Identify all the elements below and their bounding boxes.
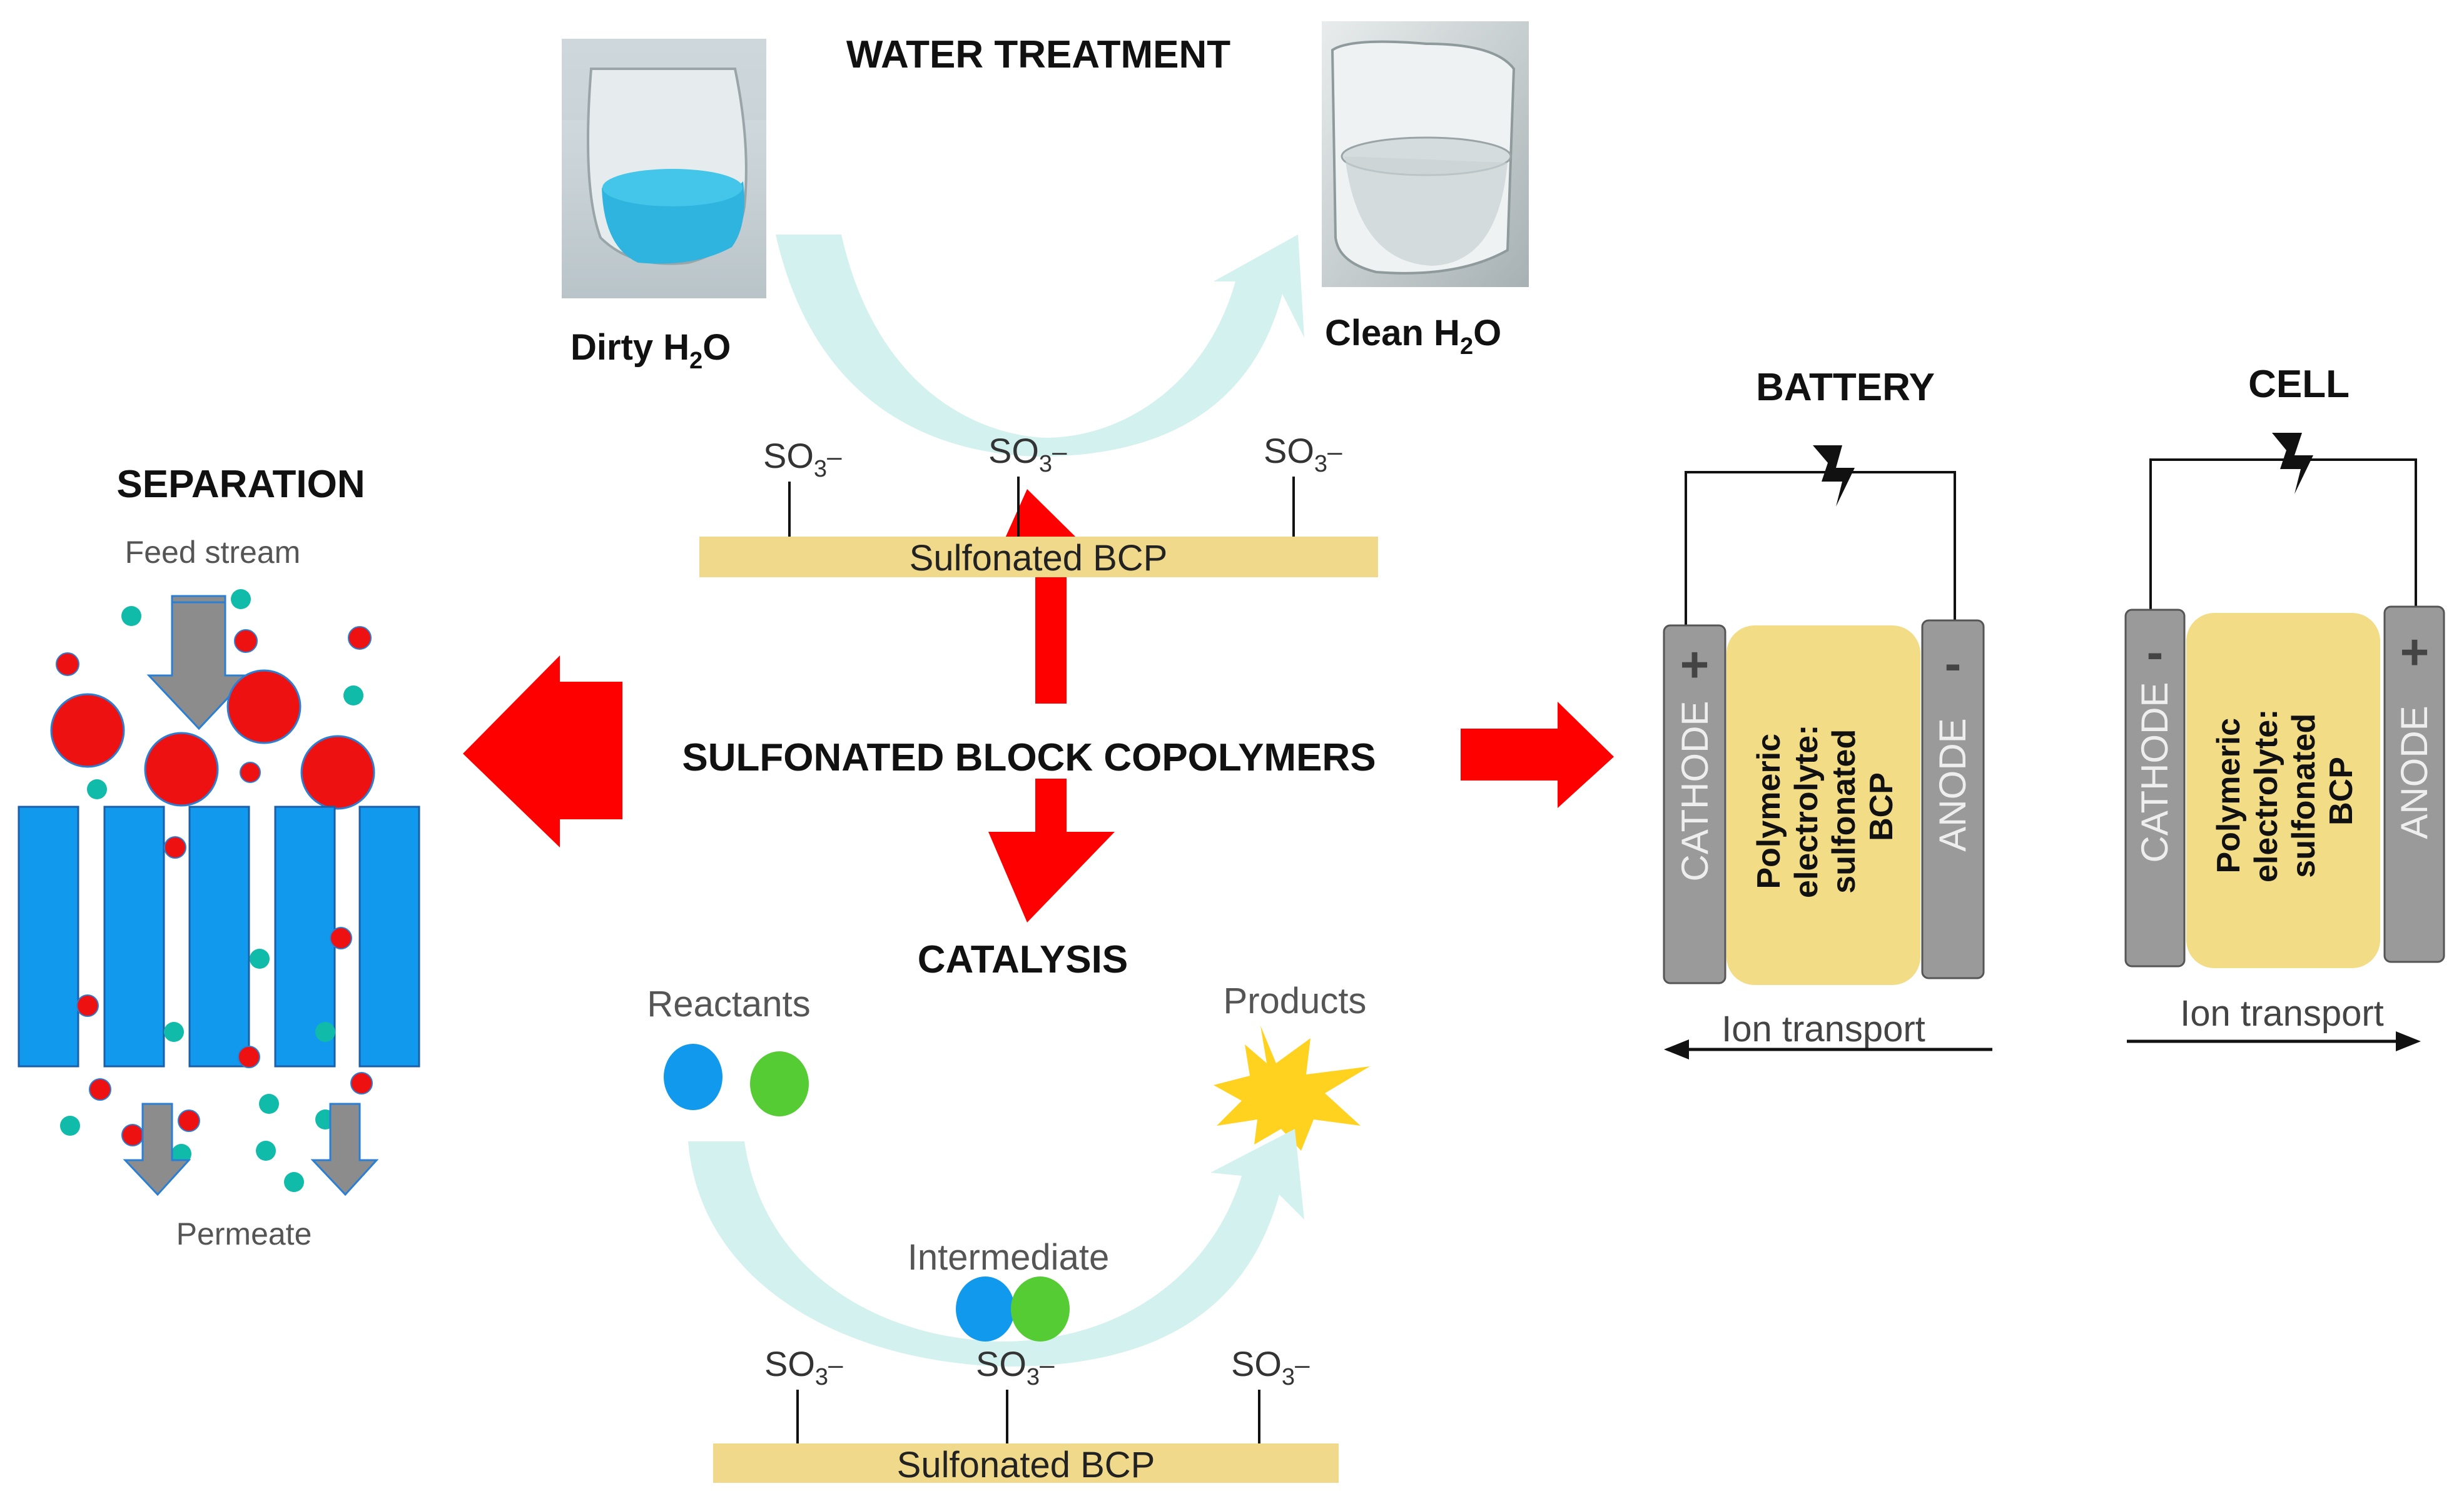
cell-anode-sign: + bbox=[2400, 624, 2430, 680]
water-flow-arrow-icon bbox=[776, 235, 1304, 457]
battery-ion-arrow-icon bbox=[1664, 1039, 1689, 1059]
cell-lightning-icon bbox=[2272, 433, 2313, 494]
water-treatment-title: WATER TREATMENT bbox=[846, 33, 1230, 76]
so3-group-top-right: SO3– bbox=[1264, 431, 1342, 477]
so3-group-top-mid: SO3– bbox=[988, 431, 1067, 477]
battery-title: BATTERY bbox=[1756, 366, 1935, 409]
battery-ion-label: Ion transport bbox=[1721, 1009, 1925, 1049]
battery-electrolyte bbox=[1726, 625, 1920, 985]
battery-anode-label: ANODE bbox=[1932, 718, 1974, 851]
intermediate-label: Intermediate bbox=[908, 1237, 1109, 1278]
feed-stream-label: Feed stream bbox=[125, 535, 301, 570]
battery-anode-sign: - bbox=[1945, 635, 1962, 691]
cell-anode-label: ANODE bbox=[2393, 705, 2435, 839]
arrow-down-icon bbox=[988, 779, 1115, 922]
dirty-water-label: Dirty H2O bbox=[570, 327, 731, 374]
clean-water-photo bbox=[1322, 21, 1529, 287]
products-label: Products bbox=[1224, 981, 1367, 1021]
product-starburst-icon bbox=[1214, 1026, 1370, 1151]
so3-group-bottom-left: SO3– bbox=[764, 1344, 843, 1390]
battery-cathode-label: CATHODE bbox=[1674, 701, 1716, 882]
battery-electrolyte-text: Polymeric electrolyte: sulfonated BCP bbox=[1751, 715, 1900, 898]
cell-title: CELL bbox=[2248, 363, 2350, 406]
permeate-arrow-left-icon bbox=[123, 1103, 191, 1196]
cell-electrolyte bbox=[2186, 613, 2380, 968]
center-title: SULFONATED BLOCK COPOLYMERS bbox=[682, 736, 1376, 779]
small-particles bbox=[56, 589, 373, 1192]
battery-cathode bbox=[1663, 624, 1726, 984]
so3-group-bottom-right: SO3– bbox=[1231, 1344, 1310, 1390]
bcp-bar-bottom bbox=[713, 1443, 1339, 1483]
clean-water-label: Clean H2O bbox=[1325, 313, 1501, 360]
catalysis-title: CATALYSIS bbox=[918, 938, 1128, 981]
cell-cathode-label: CATHODE bbox=[2134, 682, 2176, 863]
permeate-label: Permeate bbox=[176, 1216, 312, 1251]
intermediate-green-icon bbox=[1011, 1276, 1070, 1342]
intermediate-blue-icon bbox=[956, 1276, 1015, 1342]
catalysis-flow-arrow-icon bbox=[688, 1129, 1304, 1367]
arrow-up-icon bbox=[988, 489, 1115, 704]
reactants-label: Reactants bbox=[647, 984, 810, 1024]
dirty-water-photo bbox=[562, 39, 766, 298]
so3-group-bottom-mid: SO3– bbox=[976, 1344, 1055, 1390]
bcp-bar-top bbox=[699, 537, 1378, 577]
bcp-bar-top-label: Sulfonated BCP bbox=[910, 538, 1168, 579]
separation-title: SEPARATION bbox=[116, 463, 365, 506]
feed-arrow-icon bbox=[146, 595, 251, 730]
cell-cathode bbox=[2124, 609, 2186, 968]
battery-cathode-sign: + bbox=[1680, 637, 1710, 692]
large-particles bbox=[50, 669, 375, 810]
cell-cathode-sign: - bbox=[2147, 624, 2164, 680]
battery-lightning-icon bbox=[1813, 445, 1855, 507]
battery-anode bbox=[1921, 619, 1985, 979]
cell-ion-label: Ion transport bbox=[2180, 993, 2384, 1034]
cell-anode bbox=[2383, 605, 2445, 963]
arrow-left-icon bbox=[463, 655, 622, 847]
cell-ion-arrow-icon bbox=[2396, 1031, 2421, 1051]
cell-electrolyte-text: Polymeric electrolyte: sulfonated BCP bbox=[2211, 700, 2360, 882]
membrane bbox=[18, 806, 420, 1068]
permeate-arrow-right-icon bbox=[310, 1103, 379, 1196]
arrow-right-icon bbox=[1461, 702, 1614, 808]
reactant-blue-icon bbox=[664, 1044, 722, 1110]
so3-group-top-left: SO3– bbox=[763, 436, 842, 482]
bcp-bar-bottom-label: Sulfonated BCP bbox=[897, 1445, 1155, 1485]
reactant-green-icon bbox=[750, 1051, 809, 1116]
